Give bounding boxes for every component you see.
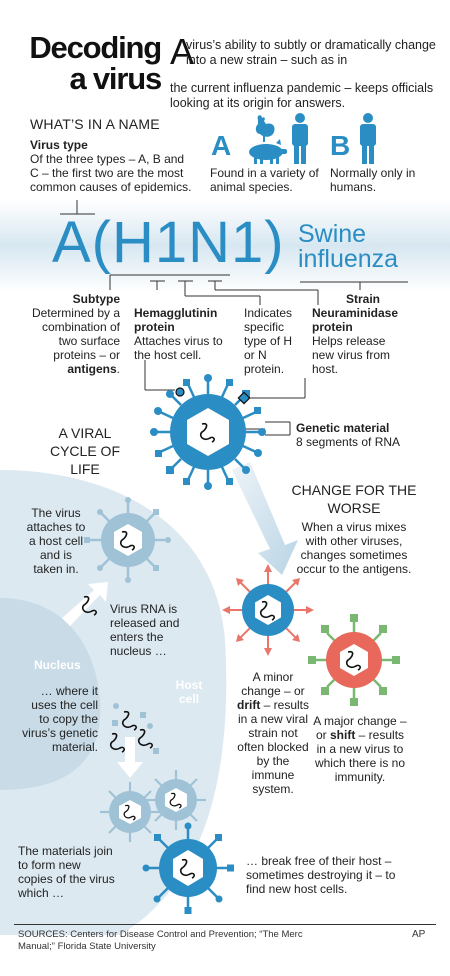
shift-text: A major change – or shift – results in a… xyxy=(312,714,408,784)
subtype-text-body: Determined by a combination of two surfa… xyxy=(31,306,120,362)
type-a-text: Found in a variety of animal species. xyxy=(210,166,319,194)
pig-icon xyxy=(249,139,287,164)
intro-text-first: virus’s ability to subtly or dramaticall… xyxy=(186,38,436,67)
sources-credit: SOURCES: Centers for Disease Control and… xyxy=(18,929,303,952)
flow-arrow-to-change xyxy=(232,462,298,575)
title-line-1: Decoding xyxy=(29,30,162,65)
swine-label-line-1: Swine xyxy=(298,220,367,248)
drift-text-keyword: drift xyxy=(236,698,261,712)
strain-code: A(H1N1) xyxy=(52,210,285,275)
hemagglutinin-spike-marker xyxy=(175,387,185,397)
cycle-step-5: … break free of their host – sometimes d… xyxy=(246,854,396,896)
human-icon xyxy=(360,113,376,164)
neuraminidase-label: Neuraminidase protein xyxy=(312,306,399,334)
strain-label: Strain xyxy=(346,292,381,306)
virus-icon xyxy=(150,374,266,490)
cycle-heading: A VIRAL CYCLE OF LIFE xyxy=(49,425,120,477)
flow-arrow-down xyxy=(117,737,143,778)
subtype-label: Subtype xyxy=(72,292,120,306)
drift-text: A minor change – or drift – results in a… xyxy=(236,670,310,796)
cycle-step-3: … where it uses the cell to copy the vir… xyxy=(22,684,98,754)
cycle-step-1: The virus attaches to a host cell and is… xyxy=(26,506,86,576)
cycle-step-4: The materials join to form new copies of… xyxy=(18,844,115,900)
virus-icon xyxy=(146,770,206,830)
virus-type-text: Of the three types – A, B and C – the fi… xyxy=(30,152,192,194)
hemagglutinin-label: Hemagglutinin protein xyxy=(134,306,218,334)
footer-rule xyxy=(14,924,436,925)
subtype-text-end: . xyxy=(116,362,120,376)
drift-text-post: – results in a new viral strain not ofte… xyxy=(237,698,310,796)
type-b-text: Normally only in humans. xyxy=(330,166,416,194)
change-intro: When a virus mixes with other viruses, c… xyxy=(296,520,412,576)
nucleus-shape xyxy=(0,598,101,790)
animal-icons xyxy=(249,113,308,164)
rna-icon xyxy=(81,595,97,616)
swine-label-line-2: influenza xyxy=(298,245,399,273)
rna-icon xyxy=(137,728,153,749)
virus-type-label: Virus type xyxy=(30,138,88,152)
virus-icon xyxy=(308,614,400,706)
virus-icon xyxy=(84,497,171,583)
type-a-letter: A xyxy=(211,130,232,161)
name-band xyxy=(0,200,450,292)
drift-text-pre: A minor change – or xyxy=(241,670,305,698)
subtype-text-antigens: antigens xyxy=(67,362,117,376)
rna-icon xyxy=(109,732,125,753)
type-b-letter: B xyxy=(330,130,351,161)
genetic-material-label: Genetic material xyxy=(296,421,390,435)
arrow-icon xyxy=(222,564,314,656)
human-icon xyxy=(292,113,308,164)
virus-icon xyxy=(100,782,160,842)
cycle-step-2: Virus RNA is released and enters the nuc… xyxy=(110,602,180,658)
subtype-text: Determined by a combination of two surfa… xyxy=(20,306,120,376)
intro-text-rest: the current influenza pandemic – keeps o… xyxy=(170,81,434,110)
neuraminidase-spike-marker xyxy=(237,391,251,405)
page-title: Decoding a virus xyxy=(26,30,162,96)
name-section-heading: WHAT’S IN A NAME xyxy=(30,116,160,132)
shift-text-keyword: shift xyxy=(329,728,356,742)
genetic-material-text: 8 segments of RNA xyxy=(296,435,401,449)
genetic-material-copies xyxy=(109,703,159,754)
host-cell-label: Host cell xyxy=(175,678,203,706)
hemagglutinin-text: Attaches virus to the host cell. xyxy=(134,334,223,362)
neuraminidase-text: Helps release new virus from host. xyxy=(312,334,391,376)
shift-text-pre: A major change – or xyxy=(313,714,407,742)
virus-icon xyxy=(222,564,314,656)
rna-icon xyxy=(121,710,137,731)
title-line-2: a virus xyxy=(69,61,162,96)
drop-cap: A xyxy=(170,31,195,72)
virus-icon xyxy=(142,822,234,914)
shift-text-post: – results in a new virus to which there … xyxy=(314,728,406,784)
indicates-text: Indicates specific type of H or N protei… xyxy=(244,306,293,376)
agency-credit: AP xyxy=(412,929,426,940)
nucleus-label: Nucleus xyxy=(34,658,81,672)
rooster-icon xyxy=(255,115,275,142)
change-heading: CHANGE FOR THE WORSE xyxy=(291,482,417,516)
